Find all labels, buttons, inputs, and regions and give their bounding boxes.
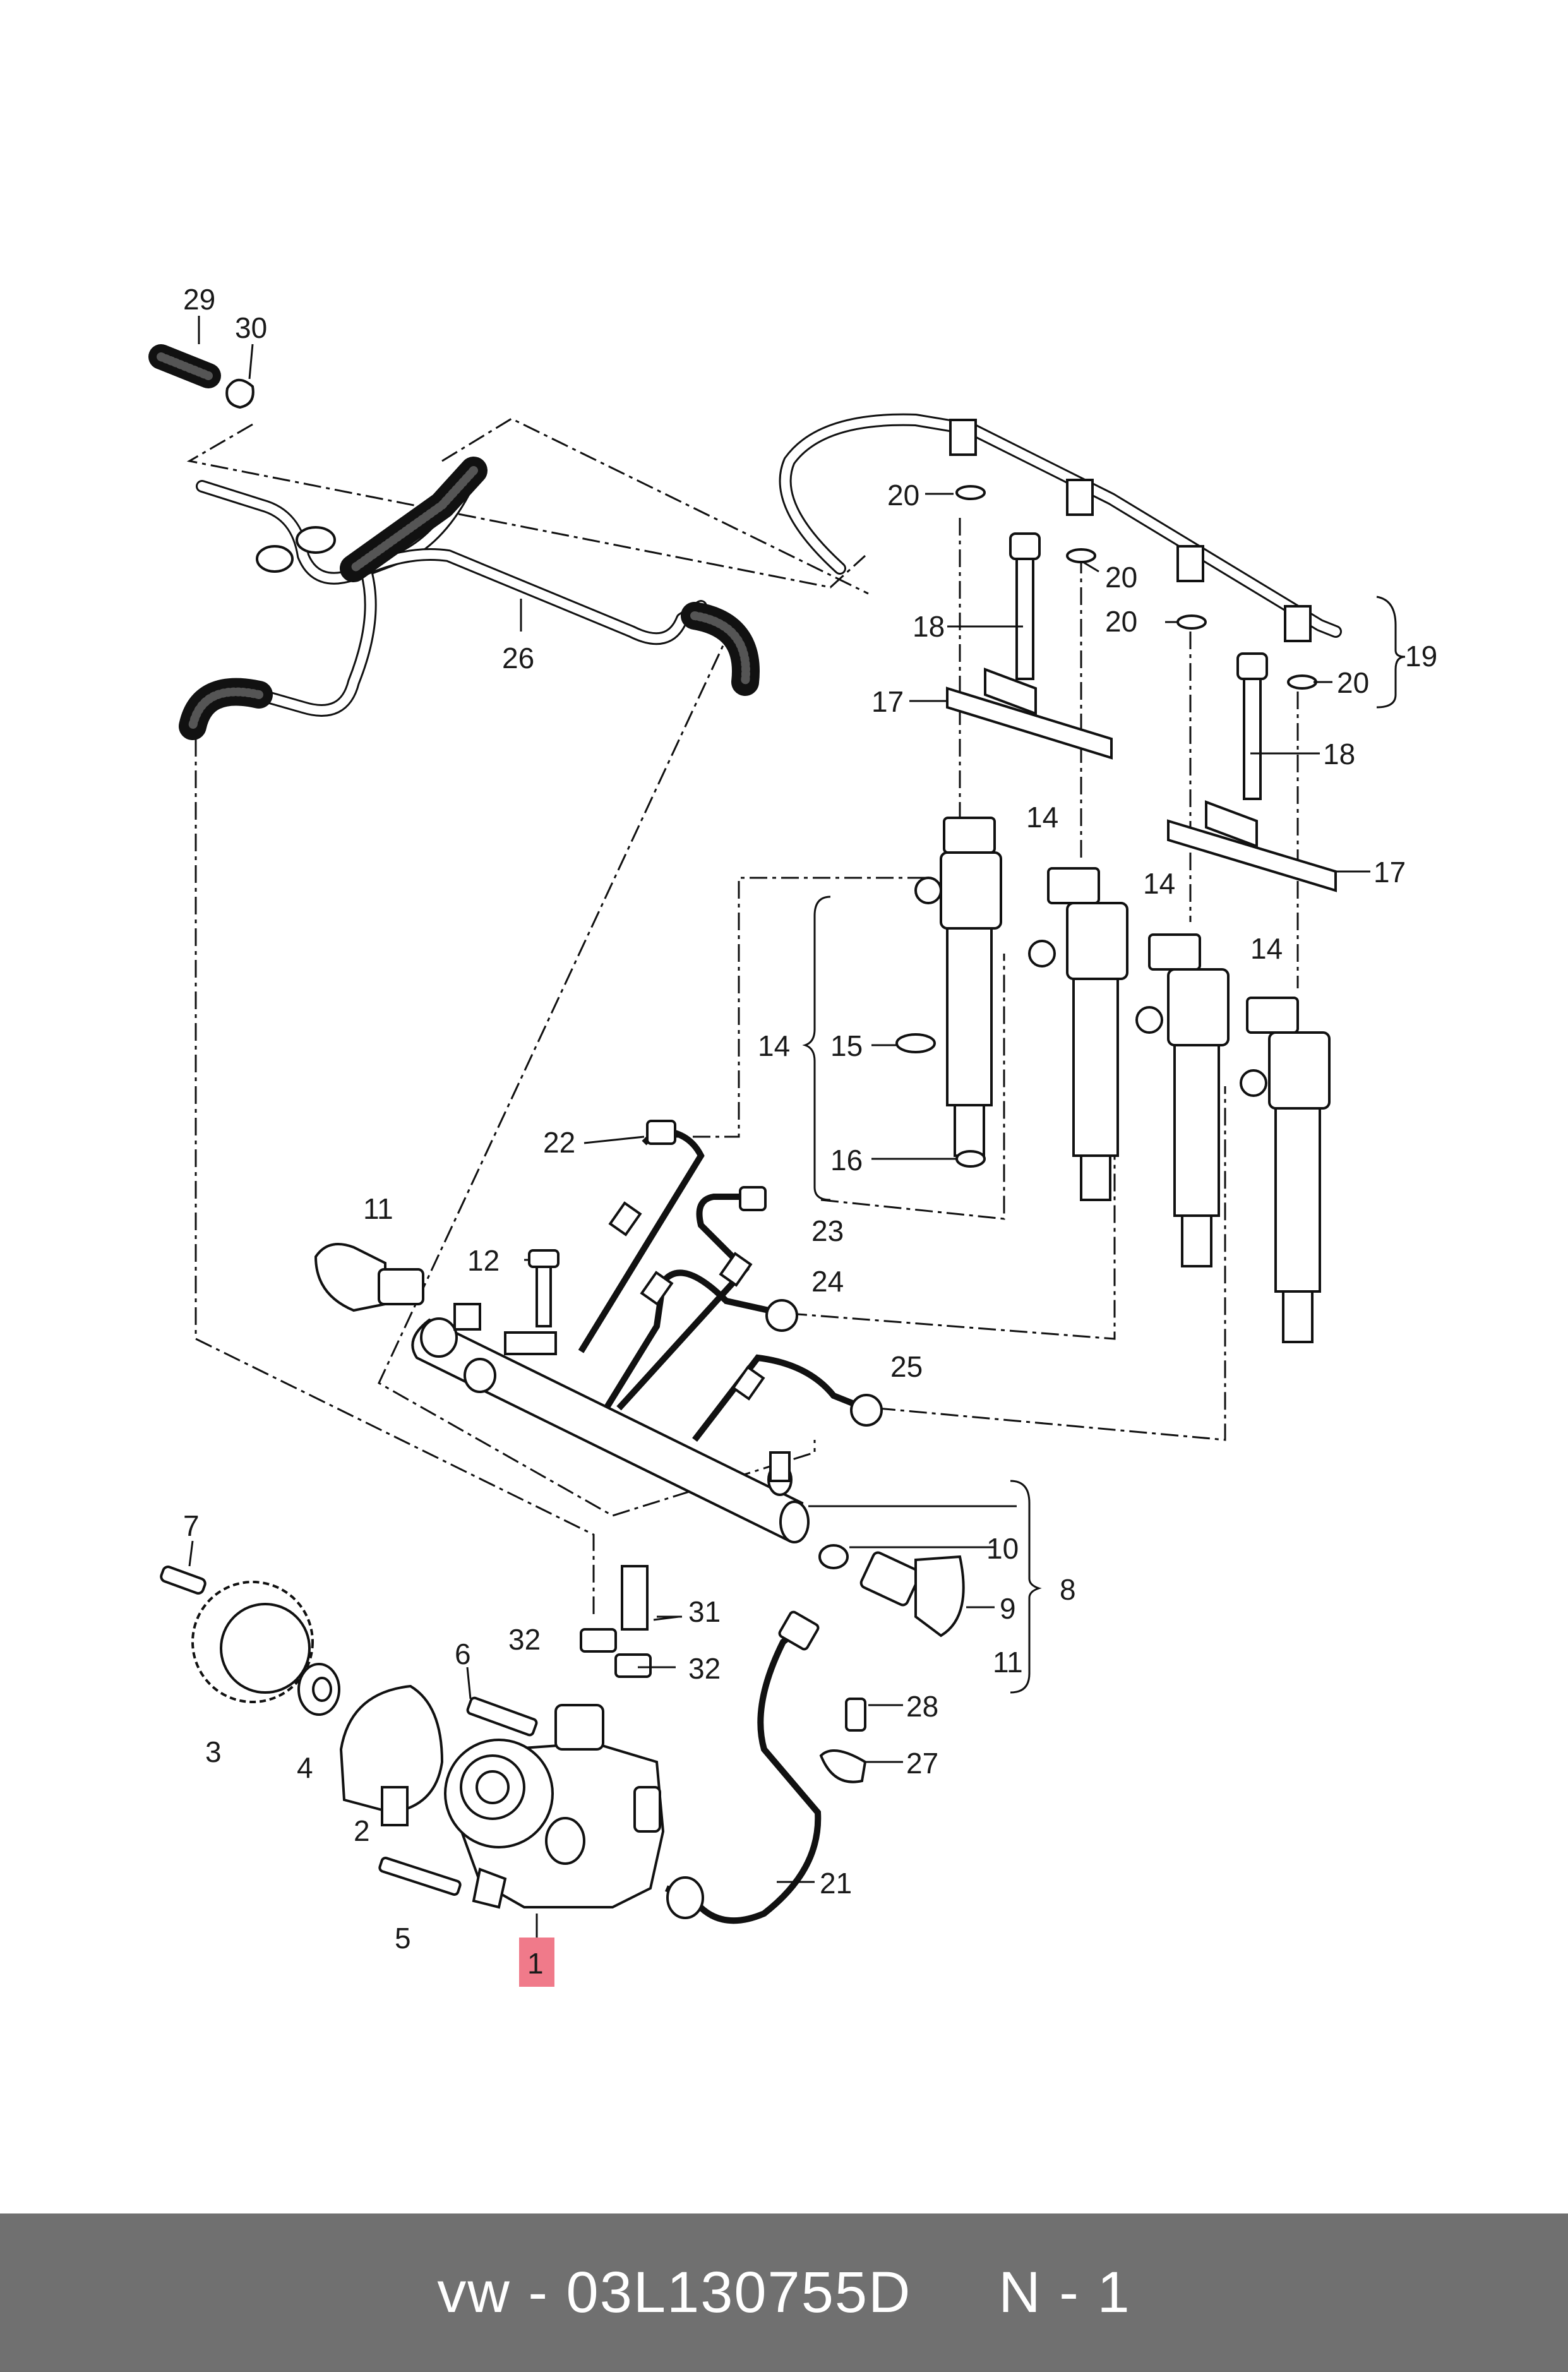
label-20b: 20 (1105, 561, 1137, 594)
label-23: 23 (811, 1214, 844, 1247)
label-14c: 14 (1250, 932, 1283, 965)
label-32a: 32 (508, 1623, 541, 1656)
label-9: 9 (1000, 1592, 1016, 1625)
label-27: 27 (906, 1747, 938, 1780)
high-pressure-pump-1 (378, 1565, 665, 1987)
label-20a: 20 (887, 479, 919, 512)
return-line-19 (779, 413, 1342, 690)
part-number-caption: vw - 03L130755D N - 1 (437, 2260, 1131, 2325)
label-22: 22 (543, 1126, 575, 1159)
label-29: 29 (183, 283, 215, 316)
label-28: 28 (906, 1690, 938, 1723)
injectors (895, 817, 1331, 1343)
label-31: 31 (688, 1595, 721, 1628)
label-17a: 17 (871, 685, 904, 718)
label-2: 2 (354, 1814, 370, 1847)
label-14a: 14 (1026, 801, 1058, 834)
drive-gear-group (160, 1566, 444, 1826)
sensor-9 (818, 1544, 965, 1638)
label-25: 25 (890, 1350, 923, 1383)
fuel-rail-8 (411, 1249, 810, 1543)
label-1: 1 (527, 1947, 544, 1980)
label-21: 21 (820, 1867, 852, 1900)
label-26: 26 (502, 642, 534, 674)
label-24: 24 (811, 1265, 844, 1298)
label-11a: 11 (363, 1192, 393, 1225)
label-15: 15 (830, 1029, 863, 1062)
bolts-and-clamps (946, 532, 1337, 892)
callout-labels: 29 30 26 20 20 20 20 19 18 18 17 17 14 1… (183, 283, 1437, 1980)
label-14d: 14 (758, 1029, 790, 1062)
label-3: 3 (205, 1735, 222, 1768)
label-8: 8 (1060, 1573, 1076, 1606)
label-32b: 32 (688, 1652, 721, 1685)
braces (802, 596, 1406, 1694)
label-7: 7 (183, 1509, 200, 1542)
label-16: 16 (830, 1144, 863, 1177)
label-4: 4 (297, 1751, 313, 1784)
label-30: 30 (235, 311, 267, 344)
injector-pipes (578, 1120, 883, 1442)
label-18b: 18 (1323, 738, 1355, 770)
leader-lines (188, 316, 1370, 1938)
label-5: 5 (395, 1922, 411, 1955)
label-20d: 20 (1337, 666, 1369, 699)
label-10: 10 (986, 1532, 1019, 1565)
parts-diagram: 29 30 26 20 20 20 20 19 18 18 17 17 14 1… (148, 283, 1437, 1987)
label-20c: 20 (1105, 605, 1137, 638)
leak-off-hose-26 (148, 344, 760, 740)
label-18a: 18 (913, 610, 945, 643)
label-6: 6 (455, 1638, 471, 1670)
footer-bar: vw - 03L130755D N - 1 (0, 2213, 1568, 2372)
assembly-lines (186, 417, 1299, 1617)
label-11b: 11 (993, 1646, 1023, 1679)
label-17b: 17 (1373, 856, 1406, 889)
label-14b: 14 (1143, 867, 1175, 900)
label-19: 19 (1405, 640, 1437, 673)
label-12: 12 (467, 1244, 500, 1277)
pump-pipe-21 (664, 1610, 867, 1924)
rail-pressure-sensor-11 (314, 1243, 424, 1312)
